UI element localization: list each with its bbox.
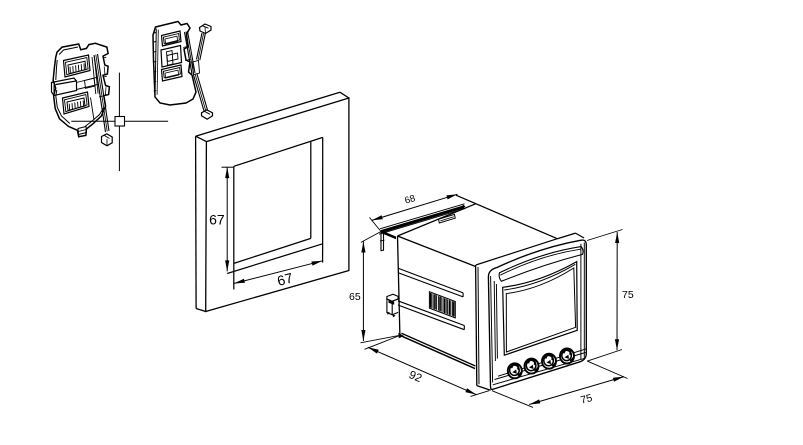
svg-text:92: 92 (407, 369, 423, 385)
svg-text:67: 67 (275, 269, 294, 288)
svg-text:75: 75 (579, 392, 594, 407)
svg-text:67: 67 (209, 212, 225, 228)
svg-text:65: 65 (349, 291, 361, 303)
svg-text:75: 75 (622, 289, 634, 301)
svg-text:68: 68 (403, 193, 416, 207)
